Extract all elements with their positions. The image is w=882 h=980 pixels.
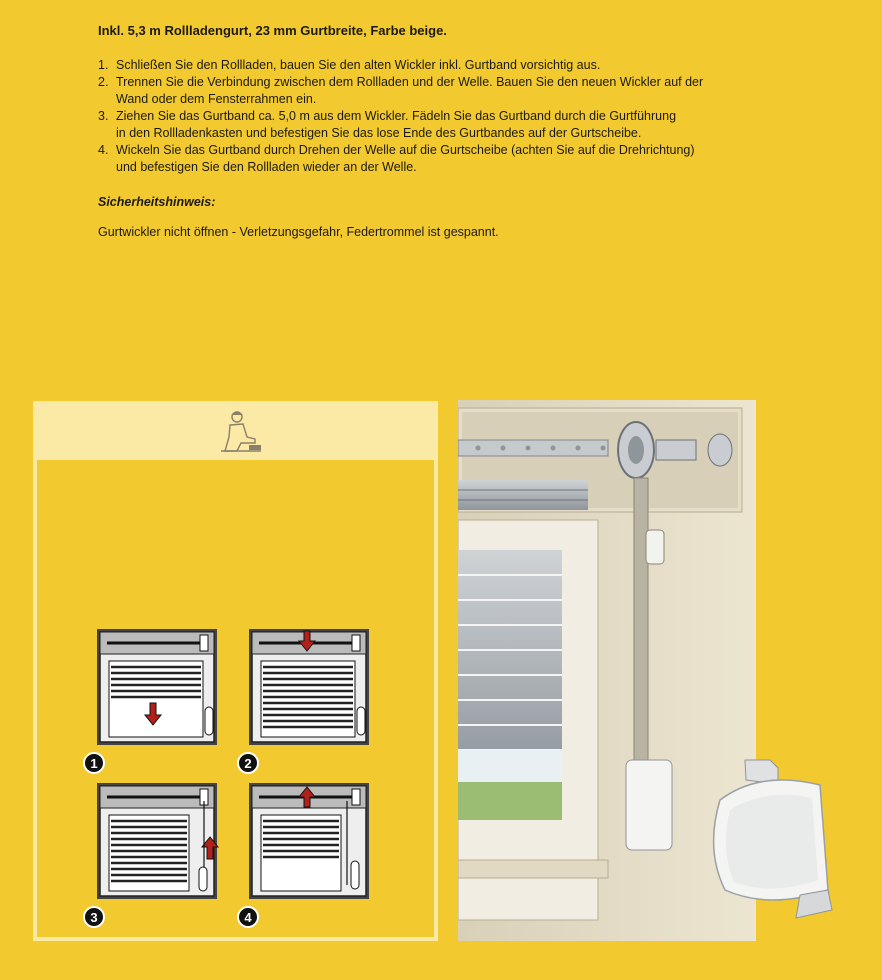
- step-item: 4. Wickeln Sie das Gurtband durch Drehen…: [98, 142, 798, 176]
- steps-list: 1. Schließen Sie den Rollladen, bauen Si…: [98, 57, 798, 176]
- belt-winder-closeup: [712, 759, 833, 919]
- step-text-cont: in den Rollladenkasten und befestigen Si…: [116, 126, 642, 140]
- safety-title: Sicherheitshinweis:: [98, 195, 216, 209]
- step-number: 4.: [98, 143, 109, 157]
- diagram-step-4: [249, 783, 369, 899]
- step-text-cont: Wand oder dem Fensterrahmen ein.: [116, 92, 317, 106]
- step-number: 2.: [98, 75, 109, 89]
- safety-text: Gurtwickler nicht öffnen - Verletzungsge…: [98, 224, 499, 239]
- step-number: 1.: [98, 58, 109, 72]
- step-text: Ziehen Sie das Gurtband ca. 5,0 m aus de…: [116, 109, 677, 123]
- step-badge-1: 1: [83, 752, 105, 774]
- diagram-step-1: [97, 629, 217, 745]
- instruction-text: Inkl. 5,3 m Rollladengurt, 23 mm Gurtbre…: [98, 22, 798, 241]
- step-text: Schließen Sie den Rollladen, bauen Sie d…: [116, 58, 601, 72]
- worker-kneeling-icon: [221, 411, 261, 452]
- step-item: 2. Trennen Sie die Verbindung zwischen d…: [98, 74, 798, 108]
- step-item: 1. Schließen Sie den Rollladen, bauen Si…: [98, 57, 798, 74]
- step-item: 3. Ziehen Sie das Gurtband ca. 5,0 m aus…: [98, 108, 798, 142]
- step-text: Trennen Sie die Verbindung zwischen dem …: [116, 75, 704, 89]
- product-heading: Inkl. 5,3 m Rollladengurt, 23 mm Gurtbre…: [98, 23, 447, 38]
- step-text: Wickeln Sie das Gurtband durch Drehen de…: [116, 143, 695, 157]
- diagram-step-2: [249, 629, 369, 745]
- step-badge-3: 3: [83, 906, 105, 928]
- step-text-cont: und befestigen Sie den Rollladen wieder …: [116, 160, 417, 174]
- step-number: 3.: [98, 109, 109, 123]
- step-badge-4: 4: [237, 906, 259, 928]
- diagram-area: 1 2 3 4: [37, 460, 434, 937]
- instruction-panel: 1 2 3 4: [33, 401, 438, 941]
- diagram-step-3: [97, 783, 220, 899]
- product-installation-photo: [458, 400, 756, 941]
- step-badge-2: 2: [237, 752, 259, 774]
